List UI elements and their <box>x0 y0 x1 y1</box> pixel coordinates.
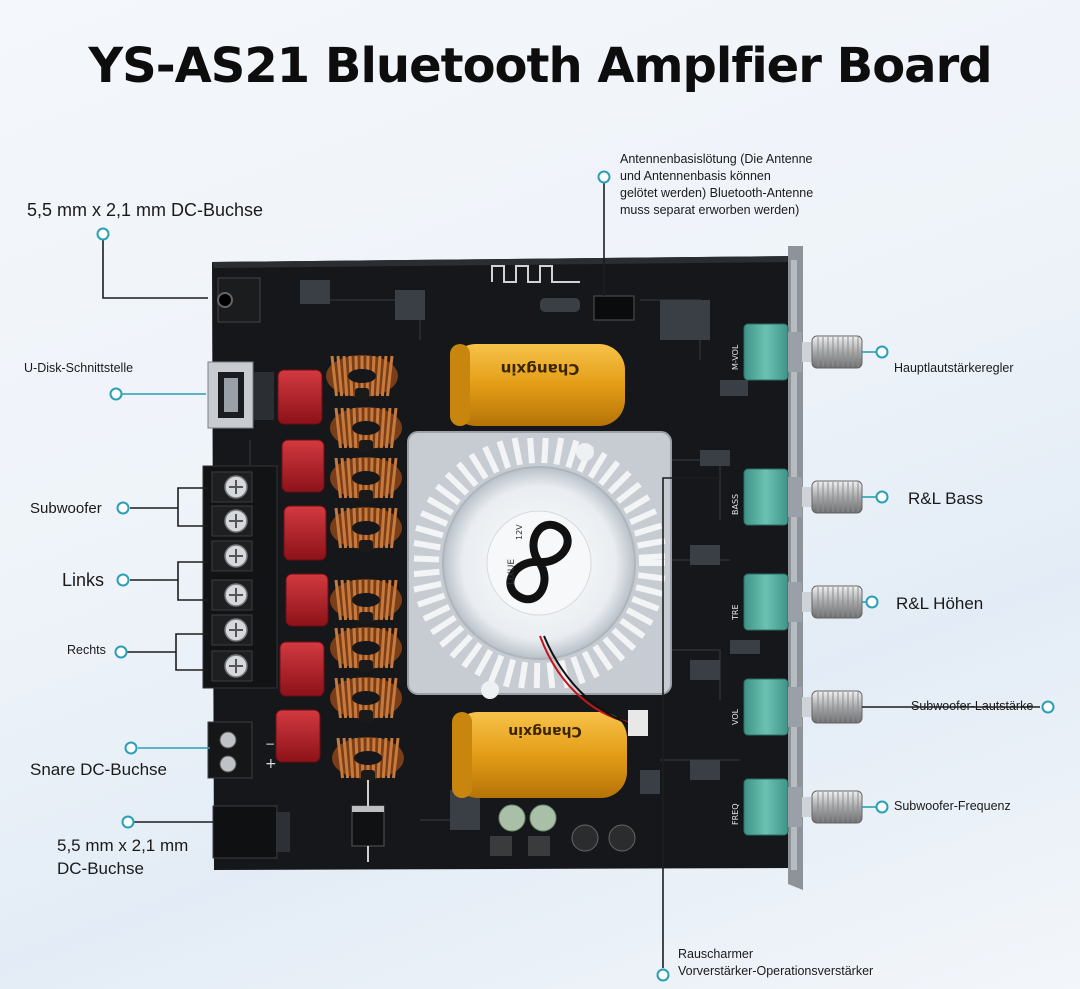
label-usb: U-Disk-Schnittstelle <box>24 361 134 375</box>
ring-dot-icon <box>875 490 889 504</box>
capacitor-bottom: Changxin <box>452 712 627 798</box>
ring-dot-icon <box>109 387 123 401</box>
pot-marking: M-VOL <box>731 344 740 370</box>
callout-line-right-2 <box>175 652 208 671</box>
label-subwoofer: Subwoofer <box>30 500 102 517</box>
ring-dot-icon <box>116 573 130 587</box>
label-antenna-line2: und Antennenbasis können <box>620 169 771 183</box>
callout-line-sub-2 <box>177 508 208 527</box>
callout-line-opamp <box>662 477 720 968</box>
callout-line-right-1 <box>175 633 208 652</box>
pot-marking: TRE <box>731 605 740 622</box>
control-knob <box>811 690 863 724</box>
ring-dot-icon <box>597 170 611 184</box>
label-opamp-line1: Rauscharmer <box>678 947 754 961</box>
label-snare-dc: Snare DC-Buchse <box>30 760 168 779</box>
label-sub-volume: Subwoofer-Lautstärke <box>911 699 1034 713</box>
label-opamp-line2: Vorverstärker-Operationsverstärker <box>678 964 874 978</box>
control-knob <box>811 790 863 824</box>
control-knob <box>811 335 863 369</box>
label-main-volume: Hauptlautstärkeregler <box>894 361 1014 375</box>
potentiometer <box>743 323 789 381</box>
pot-marking: BASS <box>731 494 740 515</box>
label-dc-jack-bottom: 5,5 mm x 2,1 mm DC-Buchse <box>57 834 188 880</box>
label-left: Links <box>62 570 105 590</box>
potentiometer <box>743 778 789 836</box>
ring-dot-icon <box>865 595 879 609</box>
potentiometer <box>743 573 789 631</box>
label-treble: R&L Höhen <box>896 594 984 613</box>
callout-line-left-2 <box>177 580 208 601</box>
label-sub-freq: Subwoofer-Frequenz <box>894 799 1011 813</box>
callout-line-sub-1 <box>177 487 208 508</box>
svg-text:Changxin: Changxin <box>501 360 580 378</box>
label-bass: R&L Bass <box>908 489 983 508</box>
potentiometer <box>743 468 789 526</box>
ring-dot-icon <box>656 968 670 982</box>
callout-line-dc-top <box>102 234 208 299</box>
svg-text:−: − <box>265 737 275 751</box>
capacitor-top: Changxin <box>450 344 625 426</box>
fan-logo <box>506 521 572 603</box>
label-antenna-line4: muss separat erworben werden) <box>620 203 800 217</box>
callout-line-left-1 <box>177 561 208 580</box>
label-antenna-line3: gelötet werden) Bluetooth-Antenne <box>620 186 814 200</box>
svg-text:12V: 12V <box>515 524 524 540</box>
label-dc-jack-top: 5,5 mm x 2,1 mm DC-Buchse <box>27 200 264 220</box>
pot-marking: FREQ <box>731 803 740 825</box>
label-right: Rechts <box>67 643 106 657</box>
ring-dot-icon <box>875 800 889 814</box>
heatsink: LIXUE 12V <box>407 431 672 699</box>
ring-dot-icon <box>114 645 128 659</box>
label-antenna: Antennenbasislötung (Die Antenne und Ant… <box>620 151 860 219</box>
label-dc-jack-bottom-line1: 5,5 mm x 2,1 mm <box>57 836 189 855</box>
ring-dot-icon <box>1041 700 1055 714</box>
svg-text:LIXUE: LIXUE <box>507 559 517 585</box>
pot-marking: VOL <box>731 708 740 725</box>
label-antenna-line1: Antennenbasislötung (Die Antenne <box>620 152 813 166</box>
ring-dot-icon <box>124 741 138 755</box>
label-opamp: Rauscharmer Vorverstärker-Operationsvers… <box>678 946 873 980</box>
ring-dot-icon <box>121 815 135 829</box>
ring-dot-icon <box>116 501 130 515</box>
potentiometer <box>743 678 789 736</box>
ring-dot-icon <box>875 345 889 359</box>
ring-dot-icon <box>96 227 110 241</box>
svg-text:+: + <box>265 756 277 772</box>
control-knob <box>811 480 863 514</box>
label-dc-jack-bottom-line2: DC-Buchse <box>57 859 144 878</box>
svg-text:Changxin: Changxin <box>508 723 581 739</box>
control-knob <box>811 585 863 619</box>
page-title: YS-AS21 Bluetooth Amplfier Board <box>88 38 992 94</box>
